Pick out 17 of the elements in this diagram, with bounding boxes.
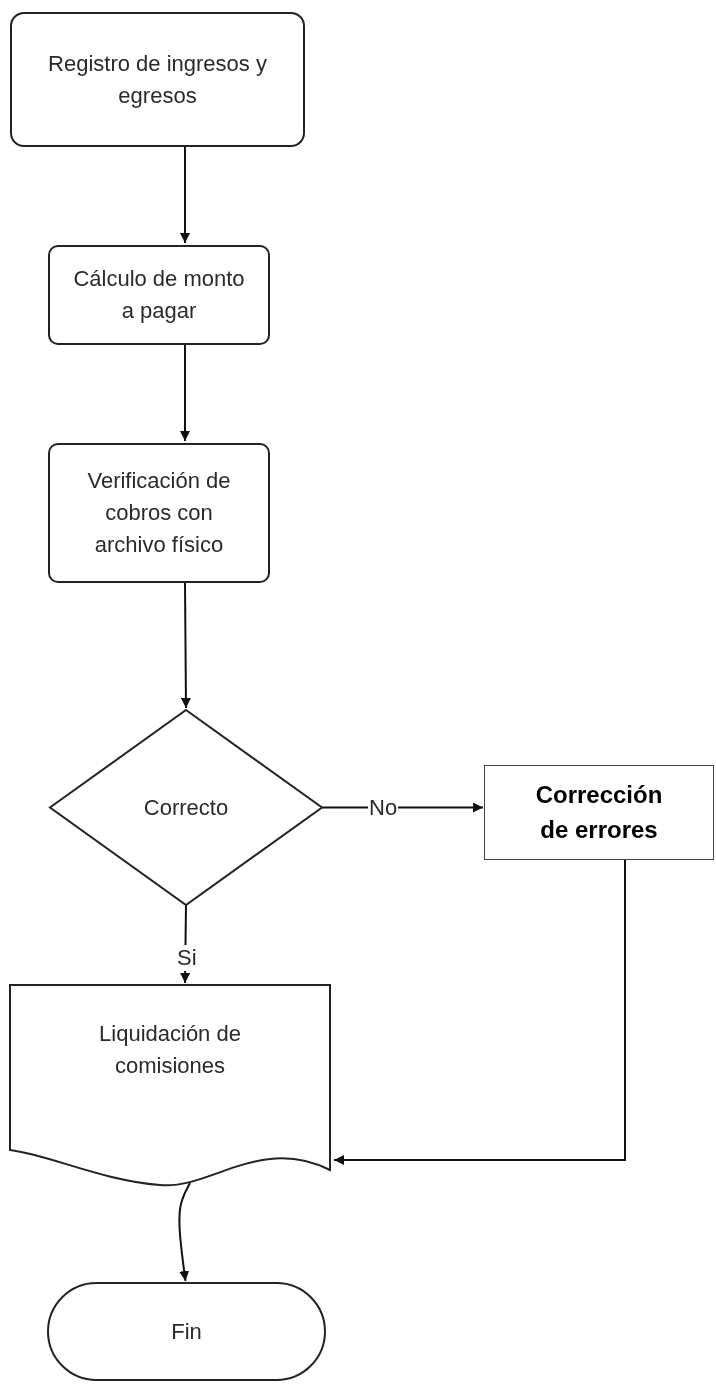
node-text: Correcto (143, 793, 229, 822)
node-text: Corrección de errores (534, 779, 664, 845)
node-text: Verificación de cobros con archivo físico (86, 467, 232, 559)
process-box (484, 765, 714, 860)
arrow (333, 859, 626, 1165)
node-text: Liquidación de comisiones (98, 1020, 242, 1080)
node-text: Cálculo de monto a pagar (72, 265, 246, 325)
arrow (180, 146, 190, 244)
arrow (178, 1182, 191, 1282)
node-text: Fin (171, 1317, 202, 1346)
process-box (10, 12, 305, 147)
edge-label: Si (176, 945, 198, 972)
arrow (180, 344, 190, 442)
process-box (48, 245, 270, 345)
process-box (48, 443, 270, 583)
arrow (180, 582, 191, 709)
node-text: Registro de ingresos y egresos (47, 49, 268, 110)
